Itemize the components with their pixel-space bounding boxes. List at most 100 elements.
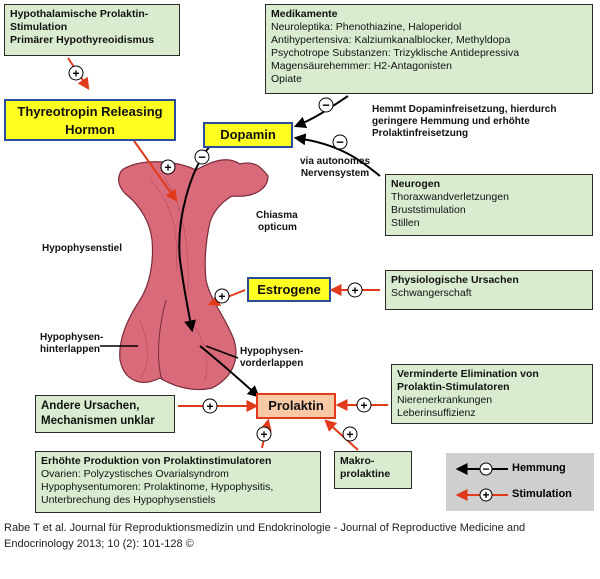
box-line: Primärer Hypothyreoidismus [10, 34, 155, 46]
box-title: Prolaktin-Stimulatoren [397, 381, 510, 393]
svg-text:+: + [218, 290, 225, 304]
box-line: Hypophysentumoren: Prolaktinome, Hypophy… [41, 481, 274, 493]
hormone-dopamin: Dopamin [203, 122, 293, 148]
hormone-trh-line: Thyreotropin Releasing [17, 104, 163, 119]
box-title: Erhöhte Produktion von Prolaktinstimulat… [41, 455, 272, 467]
hormone-trh: Thyreotropin Releasing Hormon [4, 99, 176, 141]
svg-text:+: + [360, 399, 367, 413]
svg-text:+: + [346, 428, 353, 442]
box-title: prolaktine [340, 468, 391, 480]
label-line: hinterlappen [40, 344, 101, 355]
legend-row-hemmung: − Hemmung [446, 459, 594, 479]
box-title: Makro- [340, 455, 375, 467]
caption-line: Rabe T et al. Journal für Reproduktionsm… [4, 522, 526, 534]
svg-text:−: − [198, 150, 206, 165]
minus-circle: − [318, 97, 334, 113]
arrow-medikamente-to-dopamin [293, 95, 349, 129]
stimulation-arrow-icon: + [455, 488, 508, 502]
hormone-dopamin-label: Dopamin [220, 127, 276, 142]
inhibition-arrows [178, 95, 381, 398]
box-line: Thoraxwandverletzungen [391, 191, 509, 203]
box-erhoehte-produktion: Erhöhte Produktion von Prolaktinstimulat… [35, 451, 321, 513]
plus-signs: + + + + + + + + [68, 65, 372, 442]
svg-text:+: + [206, 400, 213, 414]
plus-circle: + [202, 398, 218, 414]
arrow-dopamin-down [178, 145, 211, 333]
label-autonomes-nervensystem: via autonomes Nervensystem [290, 156, 380, 180]
box-line: Psychotrope Substanzen: Trizyklische Ant… [271, 47, 520, 59]
arrow-trh-to-pituitary [131, 137, 178, 202]
plus-circle: + [160, 159, 176, 175]
svg-text:+: + [482, 488, 489, 502]
citation-caption: Rabe T et al. Journal für Reproduktionsm… [4, 520, 596, 552]
arrow-makro-to-prolaktin [324, 419, 359, 451]
box-line: Ovarien: Polyzystisches Ovarialsyndrom [41, 468, 229, 480]
plus-circle: + [347, 282, 363, 298]
arrow-vorderlappen-to-prolaktin [199, 345, 260, 398]
box-title: Neurogen [391, 178, 441, 190]
hormone-prolaktin-label: Prolaktin [268, 398, 324, 413]
box-line: Magensäurehemmer: H2-Antagonisten [271, 60, 452, 72]
minus-circle: − [332, 134, 348, 150]
label-hemmt-dopaminfreisetzung: Hemmt Dopaminfreisetzung, hierdurch geri… [372, 104, 596, 140]
label-hypophysenstiel: Hypophysenstiel [42, 243, 122, 255]
svg-text:−: − [482, 462, 489, 476]
legend: − Hemmung + Stimulation [446, 453, 594, 511]
label-line: geringere Hemmung und erhöhte [372, 116, 530, 127]
plus-circle: + [214, 288, 230, 304]
plus-circle: + [256, 426, 272, 442]
label-hypophysenhinterlappen: Hypophysen- hinterlappen [40, 332, 103, 356]
box-title: Verminderte Elimination von [397, 368, 539, 380]
pituitary-illustration [118, 159, 269, 391]
hormone-prolaktin: Prolaktin [256, 393, 336, 419]
box-title: Medikamente [271, 8, 338, 20]
svg-text:−: − [336, 135, 344, 150]
hormone-estrogene: Estrogene [247, 277, 331, 302]
hormone-estrogene-label: Estrogene [257, 282, 321, 297]
box-andere-ursachen: Andere Ursachen, Mechanismen unklar [35, 395, 175, 433]
minus-signs: − − − [194, 97, 348, 165]
label-line: Hemmt Dopaminfreisetzung, hierdurch [372, 104, 557, 115]
box-line: Neuroleptika: Phenothiazine, Haloperidol [271, 21, 462, 33]
label-line: Prolaktinfreisetzung [372, 128, 469, 139]
box-neurogen: Neurogen Thoraxwandverletzungen Bruststi… [385, 174, 593, 236]
inhibition-arrow-icon: − [455, 462, 508, 476]
box-line: Schwangerschaft [391, 287, 472, 299]
label-line: Chiasma [256, 210, 298, 221]
svg-text:+: + [164, 161, 171, 175]
svg-text:−: − [322, 98, 330, 113]
box-line: Nierenerkrankungen [397, 394, 493, 406]
box-physiologische-ursachen: Physiologische Ursachen Schwangerschaft [385, 270, 593, 310]
legend-label-stimulation: Stimulation [512, 488, 572, 500]
plus-circle: + [68, 65, 84, 81]
svg-text:+: + [72, 67, 79, 81]
label-line: opticum [258, 222, 297, 233]
minus-circle: − [194, 149, 210, 165]
box-makroprolaktine: Makro- prolaktine [334, 451, 412, 489]
svg-text:+: + [351, 284, 358, 298]
caption-line: Endocrinology 2013; 10 (2): 101-128 © [4, 538, 194, 550]
box-line: Unterbrechung des Hypophysenstiels [41, 494, 216, 506]
box-title: Physiologische Ursachen [391, 274, 519, 286]
legend-label-hemmung: Hemmung [512, 462, 566, 474]
box-title: Mechanismen unklar [41, 415, 155, 427]
label-line: Hypophysen- [40, 332, 104, 343]
box-medikamente: Medikamente Neuroleptika: Phenothiazine,… [265, 4, 593, 94]
label-chiasma-opticum: Chiasma opticum [256, 210, 298, 234]
hormone-trh-line: Hormon [65, 122, 115, 137]
box-hypothalamic-stimulation: Hypothalamische Prolaktin- Stimulation P… [4, 4, 180, 56]
label-line: Hypophysen- [240, 346, 304, 357]
box-line: Antihypertensiva: Kalziumkanalblocker, M… [271, 34, 511, 46]
label-line: Hypophysenstiel [42, 243, 123, 254]
plus-circle: + [356, 397, 372, 413]
label-lines [100, 345, 239, 359]
box-line: Bruststimulation [391, 204, 466, 216]
label-line: Nervensystem [300, 168, 370, 179]
svg-text:+: + [260, 428, 267, 442]
label-hypophysenvorderlappen: Hypophysen- vorderlappen [240, 346, 303, 370]
plus-circle: + [342, 426, 358, 442]
box-line: Stillen [391, 217, 420, 229]
arrow-neurogen-to-dopamin [293, 133, 381, 177]
label-line: vorderlappen [240, 358, 304, 369]
